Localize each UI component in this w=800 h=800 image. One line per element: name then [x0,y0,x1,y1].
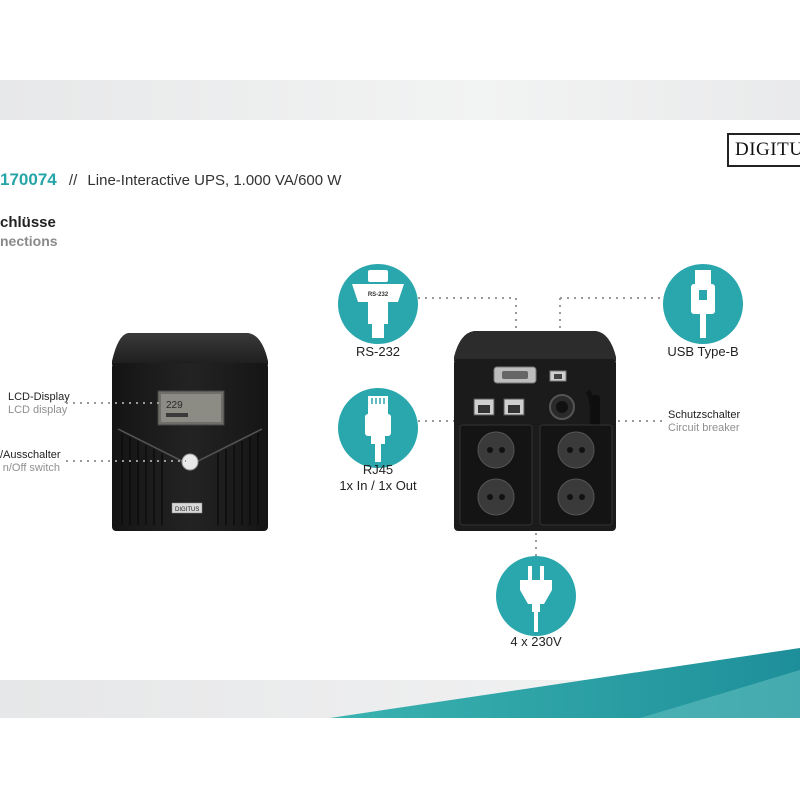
usb-plug-icon [691,270,715,338]
label-lcd-display: LCD-Display LCD display [8,391,70,416]
top-band [0,80,800,120]
page-title: 170074 // Line-Interactive UPS, 1.000 VA… [0,170,341,190]
label-power-switch: /Ausschalter n/Off switch [0,449,61,474]
rj45-caption-detail: 1x In / 1x Out [339,478,417,493]
ethernet-plug-icon [365,396,391,462]
bottom-band [0,648,800,718]
ups-front-view: 229 DIGITUS [112,333,268,531]
rj45-caption: RJ45 1x In / 1x Out [318,462,438,494]
section-title-en: nections [0,233,58,249]
rs232-plate-label: RS-232 [368,292,389,298]
ups-rear-view [454,331,616,531]
product-title: Line-Interactive UPS, 1.000 VA/600 W [87,172,342,189]
ups-badge: DIGITUS [175,507,199,513]
label-circuit-breaker: Schutzschalter Circuit breaker [668,409,741,434]
power-plug-icon [520,566,552,632]
lcd-screen-reading: 229 [166,400,183,411]
rs232-circle: RS-232 [338,264,418,344]
serial-connector-icon: RS-232 [352,270,404,338]
power-circle [496,556,576,636]
power-caption: 4 x 230V [510,634,562,649]
product-number: 170074 [0,170,57,189]
rj45-circle [338,388,418,468]
usb-circle [663,264,743,344]
section-title-de: chlüsse [0,214,56,231]
usb-caption: USB Type-B [667,344,739,359]
rs232-caption: RS-232 [355,344,401,359]
title-separator: // [68,172,78,189]
rj45-caption-title: RJ45 [362,462,394,477]
brand-logo: DIGITU [727,133,800,167]
